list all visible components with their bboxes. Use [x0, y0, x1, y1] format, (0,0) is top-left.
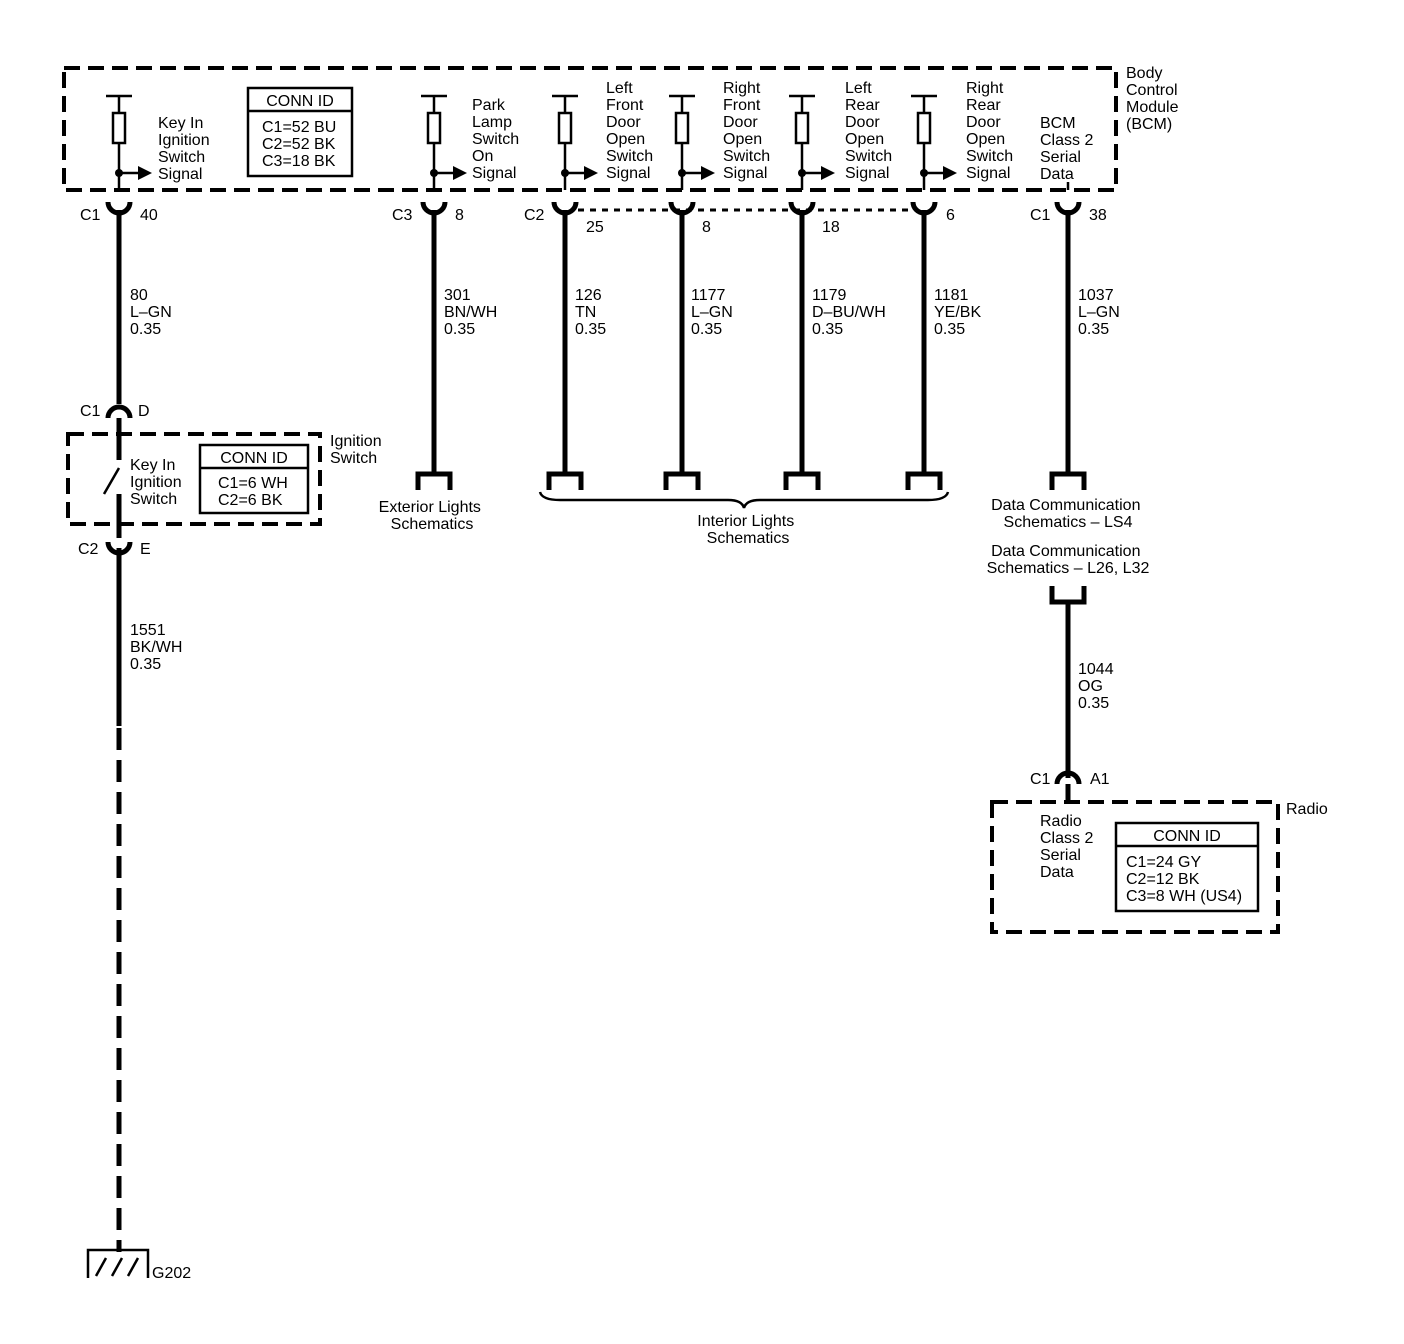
bcm-internal-circuit-rf-door: [669, 94, 715, 190]
signal-label-rr-door: Right Rear Door Open Switch Signal: [966, 80, 1018, 182]
interior-terminal-126: [546, 471, 584, 490]
svg-text:C3=8 WH (US4): C3=8 WH (US4): [1126, 888, 1242, 905]
bcm-conn-id-row: C2=52 BK: [262, 136, 336, 153]
wire-label-126: 126 TN 0.35: [575, 287, 606, 338]
reference-interior-lights[interactable]: Interior Lights Schematics: [697, 513, 798, 547]
svg-text:CONN ID: CONN ID: [1153, 828, 1221, 845]
wire-label-301: 301 BN/WH 0.35: [444, 287, 502, 338]
signal-label-park-lamp: Park Lamp Switch On Signal: [472, 97, 524, 182]
bcm-internal-circuit-lf-door: [552, 94, 598, 190]
reference-data-comm-l26[interactable]: Data Communication Schematics – L26, L32: [987, 543, 1150, 577]
reference-data-comm-ls4[interactable]: Data Communication Schematics – LS4: [991, 497, 1145, 531]
interior-terminal-1181: [905, 471, 943, 490]
signal-label-lr-door: Left Rear Door Open Switch Signal: [845, 80, 897, 182]
signal-label-lf-door: Left Front Door Open Switch Signal: [606, 80, 658, 182]
svg-text:C1: C1: [80, 403, 101, 420]
wire-label-1179: 1179 D–BU/WH 0.35: [812, 287, 890, 338]
connector-ign-c2-e: C2 E: [78, 541, 151, 558]
bcm-module-outline: [62, 66, 1118, 192]
svg-text:C2=6 BK: C2=6 BK: [218, 492, 283, 509]
interior-lights-brace: [538, 491, 950, 509]
svg-text:C1=6 WH: C1=6 WH: [218, 475, 288, 492]
ignition-switch-label: Key In Ignition Switch: [130, 457, 186, 508]
wire-label-1037: 1037 L–GN 0.35: [1078, 287, 1124, 338]
svg-text:E: E: [140, 541, 151, 558]
svg-text:C3: C3: [392, 207, 413, 224]
reference-exterior-lights[interactable]: Exterior Lights Schematics: [379, 499, 486, 533]
svg-text:C2: C2: [78, 541, 99, 558]
radio-outline: [990, 800, 1280, 934]
door-pin: 8: [702, 219, 711, 236]
svg-text:C1: C1: [80, 207, 101, 224]
bcm-internal-circuit-park: [421, 94, 467, 190]
radio-title: Radio: [1286, 801, 1328, 818]
signal-label-rf-door: Right Front Door Open Switch Signal: [723, 80, 775, 182]
ignition-switch-contact: [102, 467, 121, 495]
exterior-lights-terminal: [415, 471, 453, 490]
svg-text:38: 38: [1089, 207, 1107, 224]
connector-bcm-c1-40: C1 40: [80, 201, 158, 224]
svg-text:D: D: [138, 403, 150, 420]
bcm-title: Body Control Module (BCM): [1126, 65, 1183, 133]
radio-signal-label: Radio Class 2 Serial Data: [1040, 813, 1098, 881]
ignition-conn-id-table: CONN ID C1=6 WH C2=6 BK: [198, 443, 310, 515]
signal-label-key-in: Key In Ignition Switch Signal: [158, 115, 214, 183]
wire-label-1551: 1551 BK/WH 0.35: [130, 622, 187, 673]
bcm-conn-id-header: CONN ID: [266, 93, 334, 110]
ground-label: G202: [152, 1265, 191, 1282]
ground-symbol: G202: [86, 1246, 191, 1282]
data-comm-terminal-l26: [1049, 586, 1087, 605]
bcm-conn-id-row: C1=52 BU: [262, 119, 336, 136]
connector-radio-c1-a1: C1 A1: [1030, 770, 1110, 788]
svg-text:C1=24 GY: C1=24 GY: [1126, 854, 1201, 871]
door-pin: 18: [822, 219, 840, 236]
wire-label-80: 80 L–GN 0.35: [130, 287, 176, 338]
svg-text:C1: C1: [1030, 207, 1051, 224]
connector-bcm-c3-8: C3 8: [392, 201, 464, 224]
bcm-internal-circuit-key: [106, 94, 152, 190]
interior-terminal-1179: [783, 471, 821, 490]
connector-bcm-c2-door-group: C2 25 8 18 6: [524, 201, 955, 236]
svg-text:8: 8: [455, 207, 464, 224]
svg-text:C1: C1: [1030, 771, 1051, 788]
interior-terminal-1177: [663, 471, 701, 490]
svg-text:A1: A1: [1090, 771, 1110, 788]
svg-text:C2=12 BK: C2=12 BK: [1126, 871, 1200, 888]
data-comm-terminal-ls4: [1049, 471, 1087, 490]
ignition-switch-title: Ignition Switch: [330, 433, 386, 467]
ignition-switch-outline: [66, 432, 322, 526]
svg-text:40: 40: [140, 207, 158, 224]
bcm-conn-id-table: CONN ID C1=52 BU C2=52 BK C3=18 BK: [246, 86, 354, 178]
connector-ign-c1-d: C1 D: [80, 403, 150, 420]
wire-label-1181: 1181 YE/BK 0.35: [934, 287, 986, 338]
bcm-internal-circuit-lr-door: [789, 94, 835, 190]
bcm-internal-circuit-rr-door: [911, 94, 957, 190]
wire-label-1177: 1177 L–GN 0.35: [691, 287, 737, 338]
svg-text:C2: C2: [524, 207, 545, 224]
radio-conn-id-table: CONN ID C1=24 GY C2=12 BK C3=8 WH (US4): [1114, 821, 1260, 913]
door-pin: 6: [946, 207, 955, 224]
signal-label-class2-data: BCM Class 2 Serial Data: [1040, 115, 1098, 183]
svg-text:CONN ID: CONN ID: [220, 450, 288, 467]
wire-label-1044: 1044 OG 0.35: [1078, 661, 1118, 712]
door-pin: 25: [586, 219, 604, 236]
bcm-conn-id-row: C3=18 BK: [262, 153, 336, 170]
